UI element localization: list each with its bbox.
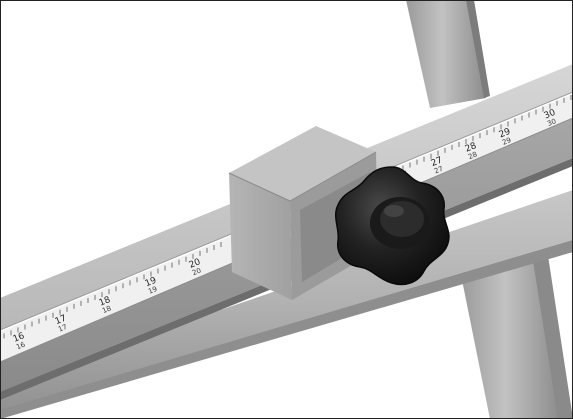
scale-number: 19	[144, 276, 159, 290]
vertical-post	[406, 0, 490, 108]
scale-number: 27	[430, 155, 444, 169]
scale-number: 20	[188, 257, 203, 271]
scale-number: 16	[12, 331, 27, 345]
scale-number-mirror: 20	[191, 267, 202, 278]
knob	[335, 166, 450, 286]
scale-number-mirror: 27	[433, 165, 444, 176]
vertical-post-lower	[460, 236, 573, 419]
scale-number-mirror: 17	[57, 323, 68, 334]
scale-number: 28	[464, 141, 479, 155]
scale-number-mirror: 30	[546, 117, 557, 128]
scale-number-mirror: 18	[101, 304, 112, 315]
scale-number: 29	[498, 127, 513, 141]
scale-number-mirror: 19	[147, 285, 158, 296]
scale-number-mirror: 29	[501, 136, 512, 147]
scale-number: 18	[98, 295, 113, 309]
scale-number-mirror: 28	[467, 150, 478, 161]
scale-number: 17	[54, 314, 68, 328]
scale-number: 30	[543, 108, 558, 122]
scale-number-mirror: 16	[15, 340, 27, 351]
